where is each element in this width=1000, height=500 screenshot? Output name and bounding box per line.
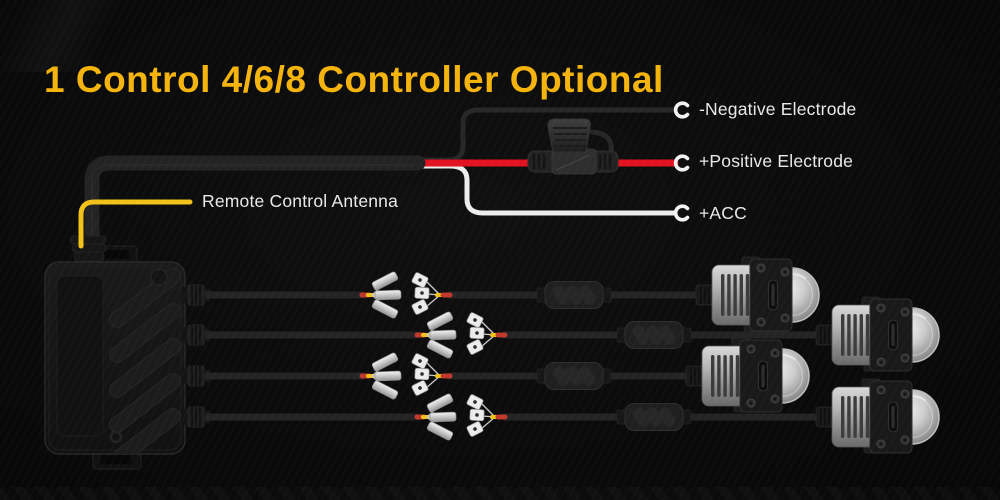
acc-terminal-icon bbox=[673, 204, 690, 222]
led-projector-unit-4 bbox=[815, 378, 940, 454]
cable-strain-relief bbox=[69, 235, 107, 262]
antenna-wire bbox=[78, 199, 193, 249]
positive-terminal-icon bbox=[673, 154, 690, 172]
negative-terminal-icon bbox=[673, 101, 690, 119]
negative-wire bbox=[407, 107, 678, 163]
inline-driver-4 bbox=[616, 403, 692, 431]
negative-electrode-label: -Negative Electrode bbox=[699, 99, 857, 119]
inline-driver-2 bbox=[616, 321, 692, 349]
acc-wire bbox=[407, 163, 678, 216]
led-projector-unit-1 bbox=[695, 256, 820, 332]
power-harness bbox=[84, 101, 690, 260]
led-projector-unit-2 bbox=[815, 296, 940, 372]
positive-electrode-label: +Positive Electrode bbox=[699, 151, 854, 171]
controller-chevron-ribs bbox=[109, 268, 181, 454]
controller-box bbox=[44, 199, 211, 470]
antenna-label: Remote Control Antenna bbox=[202, 191, 399, 211]
acc-label: +ACC bbox=[699, 203, 747, 223]
inline-driver-3 bbox=[536, 362, 612, 390]
fuse-holder bbox=[527, 118, 619, 175]
inline-driver-1 bbox=[536, 281, 612, 309]
wire-splitter-2 bbox=[417, 311, 505, 359]
wire-splitter-4 bbox=[417, 393, 505, 441]
led-projector-unit-3 bbox=[685, 337, 810, 413]
wire-splitter-1 bbox=[362, 271, 450, 319]
page-title: 1 Control 4/6/8 Controller Optional bbox=[44, 58, 664, 100]
channel-wires bbox=[204, 291, 828, 421]
wire-splitter-3 bbox=[362, 352, 450, 400]
